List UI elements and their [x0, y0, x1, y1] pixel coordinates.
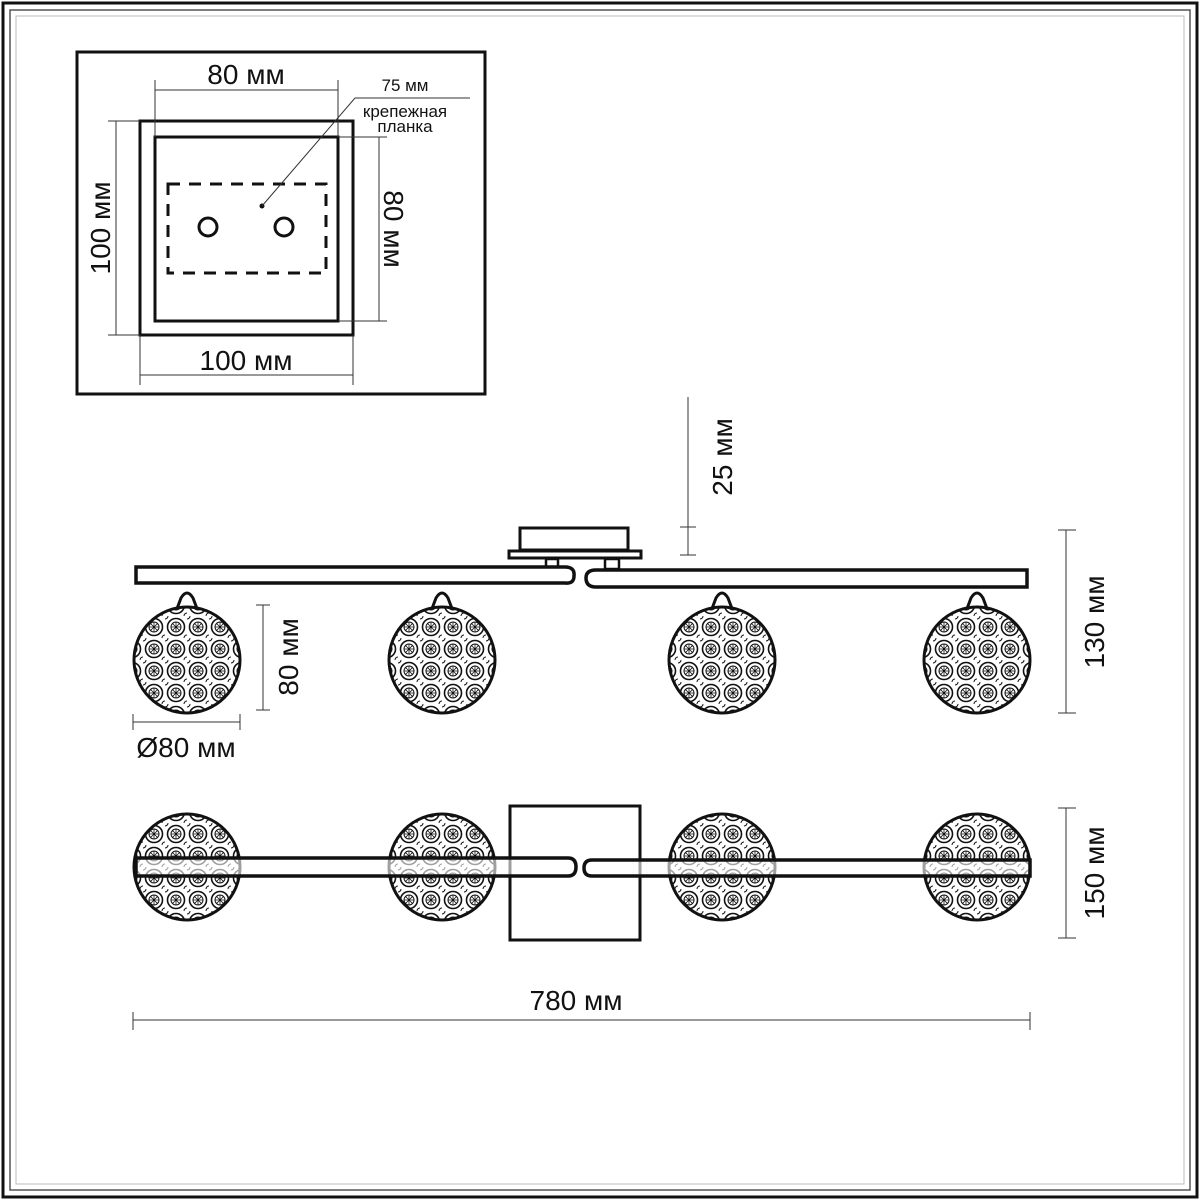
arm-right: [584, 568, 1029, 589]
depth: 150 мм: [1079, 827, 1110, 920]
top-view: 150 мм 780 мм: [132, 804, 1110, 1030]
shade-height: 80 мм: [273, 618, 304, 695]
total-height: 130 мм: [1079, 576, 1110, 669]
inset-left-height: 100 мм: [85, 182, 116, 275]
shade-diameter: Ø80 мм: [136, 732, 235, 763]
mounting-bracket-outline: [166, 182, 328, 275]
canopy: [518, 526, 630, 552]
screw-hole: [197, 216, 219, 238]
mounting-plate-inset: 80 мм 100 мм 100 мм 80 мм 75 мм крепежна…: [75, 50, 487, 396]
arm-right-top: [582, 858, 1032, 878]
inset-top-width: 80 мм: [207, 59, 284, 90]
bracket-label-line2: планка: [377, 117, 433, 136]
arm-left-top: [134, 856, 578, 878]
bracket-label-line1: крепежная: [363, 102, 447, 121]
arm-left: [134, 565, 576, 585]
screw-hole: [273, 216, 295, 238]
bracket-size: 75 мм: [381, 76, 428, 95]
inset-bottom-width: 100 мм: [200, 345, 293, 376]
canopy-height: 25 мм: [707, 418, 738, 495]
side-view: 25 мм 130 мм 80 мм Ø80 мм: [132, 397, 1110, 763]
inset-right-height: 80 мм: [378, 190, 409, 267]
total-length: 780 мм: [530, 985, 623, 1016]
